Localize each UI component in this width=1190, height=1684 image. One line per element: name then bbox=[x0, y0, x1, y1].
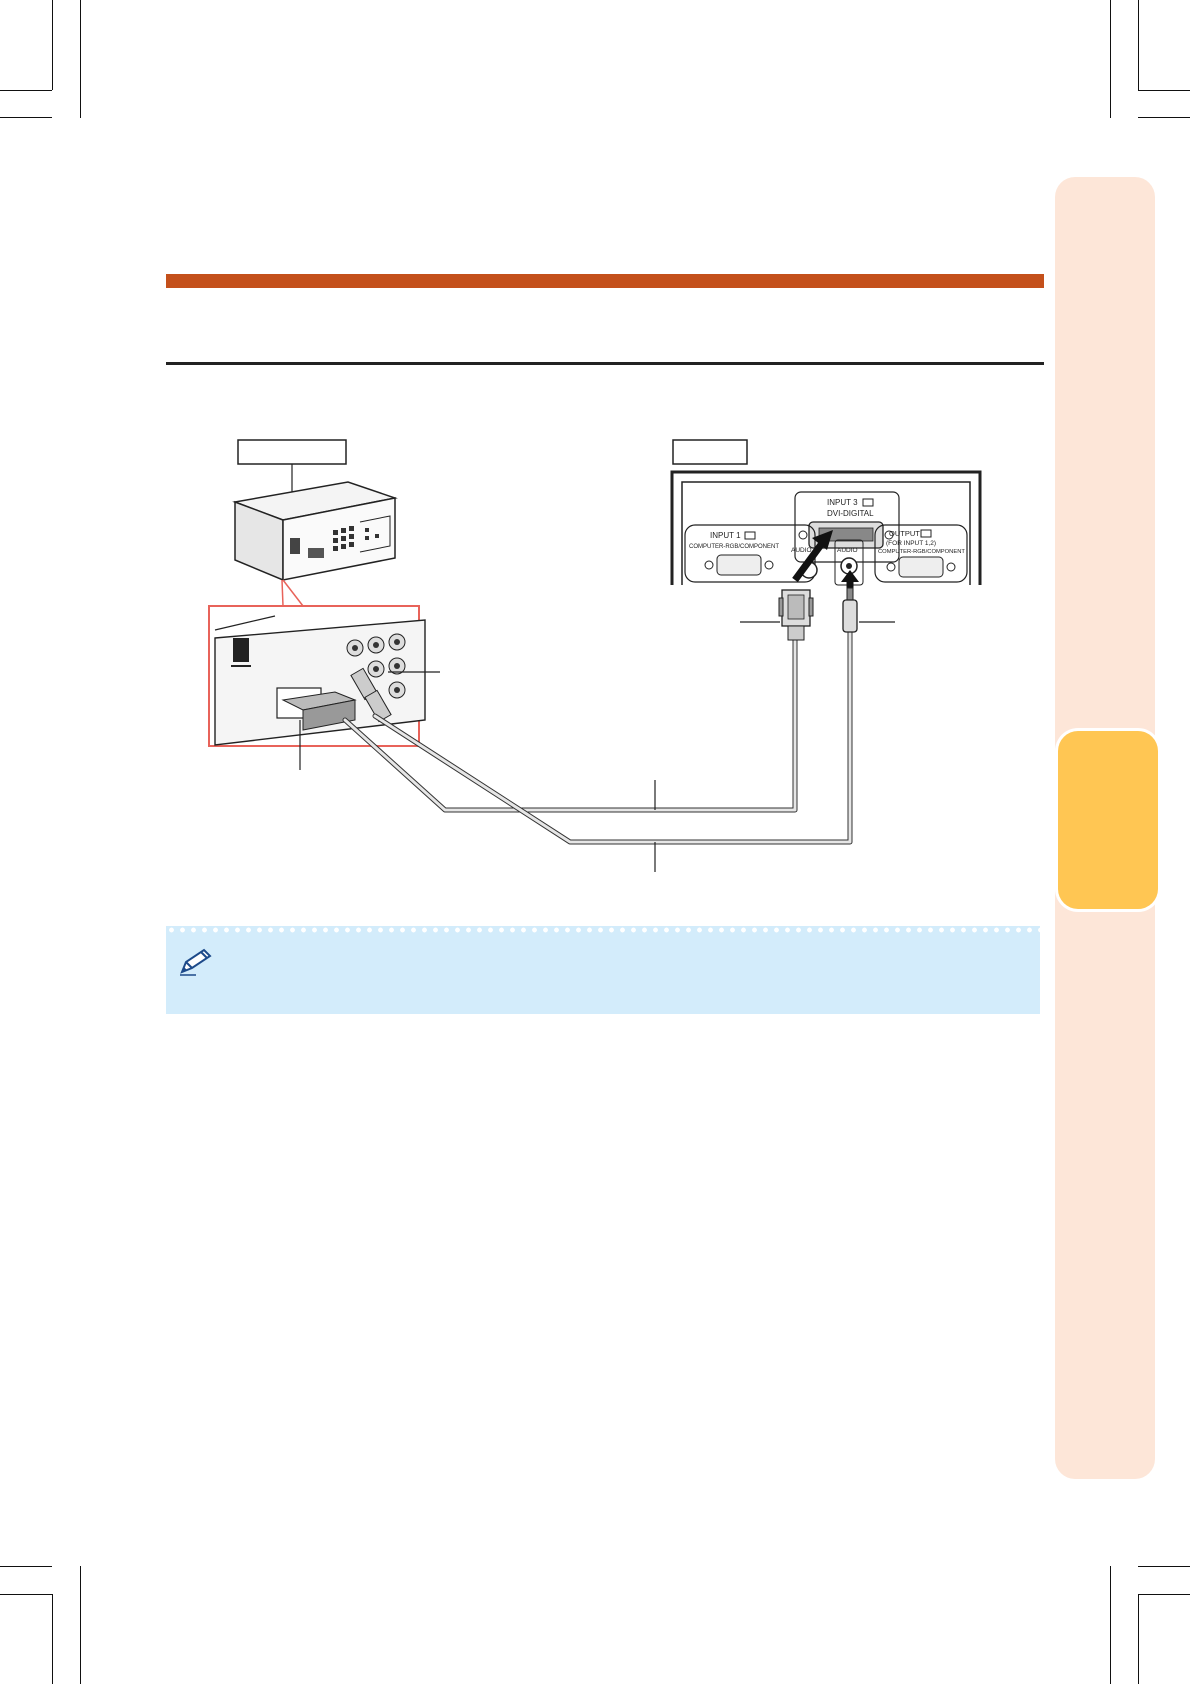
section-header-rule bbox=[166, 362, 1044, 365]
av-device-illustration bbox=[232, 481, 398, 582]
side-tab-active bbox=[1058, 731, 1158, 909]
input3-icon bbox=[862, 498, 874, 507]
crop-mark bbox=[1138, 1594, 1190, 1595]
crop-mark bbox=[0, 117, 52, 118]
crop-mark bbox=[52, 1594, 53, 1684]
crop-mark bbox=[1138, 0, 1139, 90]
crop-mark bbox=[1138, 1566, 1190, 1567]
crop-mark bbox=[0, 1566, 52, 1567]
pencil-icon bbox=[180, 948, 212, 976]
callout-line bbox=[281, 579, 284, 607]
dvi-insert-arrow bbox=[792, 530, 833, 583]
crop-mark bbox=[1110, 1566, 1111, 1684]
callout-line bbox=[282, 579, 304, 607]
output-icon bbox=[920, 529, 932, 538]
audio-insert-arrow bbox=[841, 570, 859, 588]
note-dotted-border bbox=[166, 926, 1040, 934]
dvi-plug bbox=[740, 589, 814, 641]
output-port bbox=[898, 556, 944, 578]
audio-label-left: AUDIO bbox=[791, 547, 812, 554]
output-sub2: COMPUTER-RGB/COMPONENT bbox=[878, 549, 965, 555]
audio-plug bbox=[842, 587, 895, 633]
projector-label-box bbox=[672, 439, 748, 465]
crop-mark bbox=[80, 1566, 81, 1684]
crop-mark bbox=[1110, 0, 1111, 118]
crop-mark bbox=[1138, 1594, 1139, 1684]
crop-mark bbox=[80, 0, 81, 118]
note-box bbox=[166, 926, 1040, 1014]
output-label: OUTPUT bbox=[889, 529, 920, 538]
crop-mark bbox=[0, 1594, 52, 1595]
input1-sub: COMPUTER-RGB/COMPONENT bbox=[689, 544, 779, 550]
crop-mark bbox=[1138, 117, 1190, 118]
audio-label-right: AUDIO bbox=[837, 547, 858, 554]
crop-mark bbox=[0, 90, 52, 91]
dvi-label: DVI-DIGITAL bbox=[827, 509, 874, 518]
dvi-cable bbox=[342, 602, 798, 813]
projector-rear-panel: INPUT 3 DVI-DIGITAL INPUT 1 COMPUTER-RGB… bbox=[670, 470, 982, 586]
crop-mark bbox=[52, 0, 53, 90]
input1-port bbox=[716, 554, 762, 576]
audio-cable bbox=[372, 627, 853, 845]
output-sub1: (FOR INPUT 1,2) bbox=[886, 540, 936, 547]
section-header-bar bbox=[166, 274, 1044, 288]
input3-label: INPUT 3 bbox=[827, 498, 858, 507]
connection-diagram: INPUT 3 DVI-DIGITAL INPUT 1 COMPUTER-RGB… bbox=[208, 439, 982, 872]
input1-label: INPUT 1 bbox=[710, 531, 741, 540]
input1-icon bbox=[744, 531, 756, 540]
av-device-rear-detail bbox=[208, 605, 426, 747]
crop-mark bbox=[1138, 90, 1190, 91]
device-label-box bbox=[237, 439, 347, 465]
